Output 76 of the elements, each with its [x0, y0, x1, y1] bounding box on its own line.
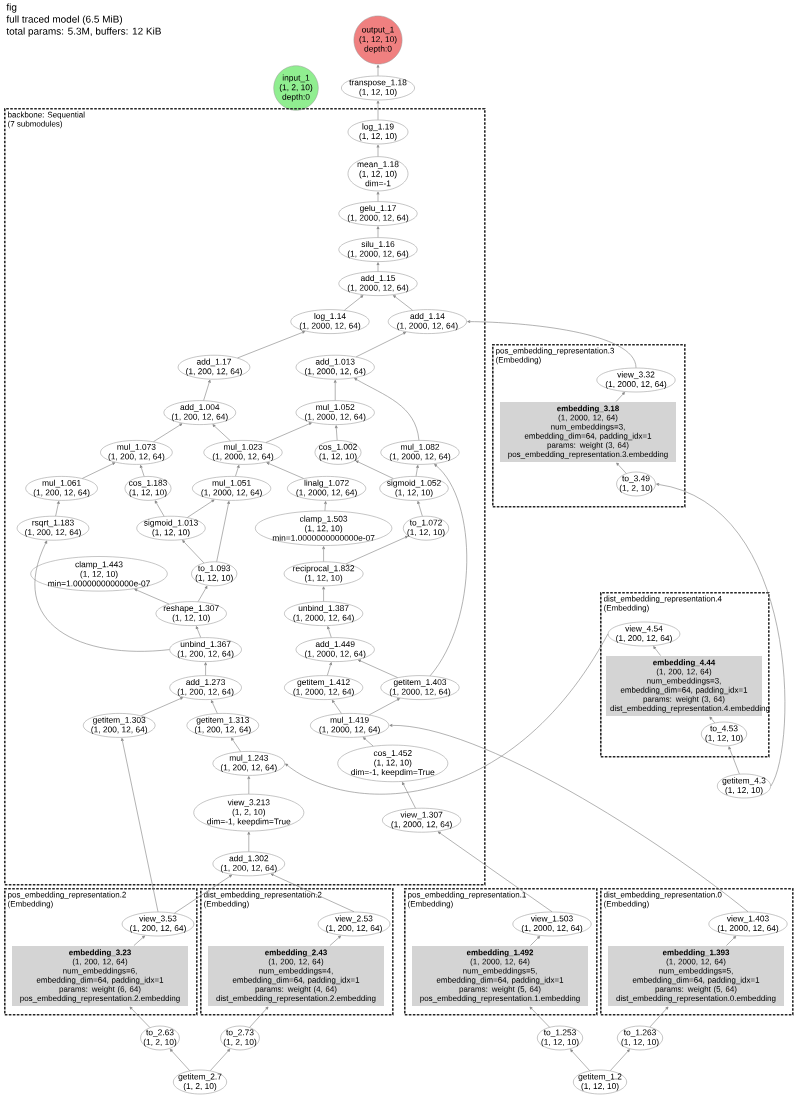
arrow [82, 462, 116, 479]
arrow [285, 633, 609, 795]
arrow [653, 646, 661, 656]
arrow [610, 1049, 630, 1071]
arrow [134, 588, 170, 605]
arrow [322, 586, 325, 602]
arrow [529, 1006, 550, 1028]
arrow [34, 540, 170, 652]
arrow [249, 1006, 269, 1028]
arrow [139, 464, 145, 477]
arrow [237, 331, 306, 359]
arrow [393, 295, 413, 311]
arrow [467, 320, 637, 369]
arrow [55, 501, 60, 517]
arrow [726, 935, 737, 946]
arrow [334, 425, 338, 441]
arrow [324, 501, 327, 511]
arrow [235, 465, 240, 477]
arrow [133, 935, 145, 946]
arrow [376, 262, 380, 272]
arrow [376, 100, 380, 121]
arrow [417, 500, 423, 517]
arrow [402, 782, 416, 809]
arrow [327, 662, 332, 676]
arrow [216, 501, 230, 562]
arrow [344, 295, 364, 311]
arrow [331, 699, 342, 714]
arrow [329, 935, 341, 946]
arrow [358, 659, 398, 678]
arrow [266, 462, 304, 479]
arrow [153, 423, 183, 442]
arrow [376, 64, 380, 77]
arrow [656, 483, 786, 787]
arrow [376, 144, 380, 157]
arrow [195, 626, 202, 638]
arrow [355, 460, 394, 479]
arrow [327, 626, 332, 638]
arrow [362, 737, 374, 747]
arrow [437, 831, 553, 913]
arrow [728, 746, 740, 775]
arrow [376, 226, 380, 238]
arrow [211, 700, 218, 714]
arrow [415, 465, 419, 477]
arrow [354, 378, 420, 441]
arrow [369, 698, 400, 716]
arrow [141, 697, 184, 716]
arrow [204, 662, 207, 676]
arrow [333, 379, 337, 401]
arrow [182, 540, 205, 564]
arrow [649, 1006, 669, 1028]
arrow [212, 424, 231, 442]
arrow [247, 776, 251, 795]
arrow [530, 935, 541, 946]
arrow [231, 737, 241, 752]
arrow [210, 1048, 231, 1071]
arrow [169, 1048, 190, 1071]
arrow [270, 873, 355, 913]
arrow [121, 738, 159, 913]
arrow [345, 536, 408, 565]
arrow [247, 831, 251, 852]
arrow [203, 379, 211, 401]
arrow [429, 464, 468, 677]
arrow [570, 1049, 590, 1071]
arrow [265, 422, 312, 443]
arrow [376, 191, 380, 202]
arrow [129, 1006, 151, 1028]
arrow [154, 500, 165, 517]
arrow [197, 585, 208, 602]
arrow [174, 874, 233, 914]
arrow [187, 499, 215, 518]
arrow [389, 723, 749, 913]
arrow [616, 462, 627, 474]
arrow [322, 546, 325, 562]
arrow [709, 716, 715, 724]
arrow [615, 392, 625, 402]
arrow [355, 332, 407, 358]
